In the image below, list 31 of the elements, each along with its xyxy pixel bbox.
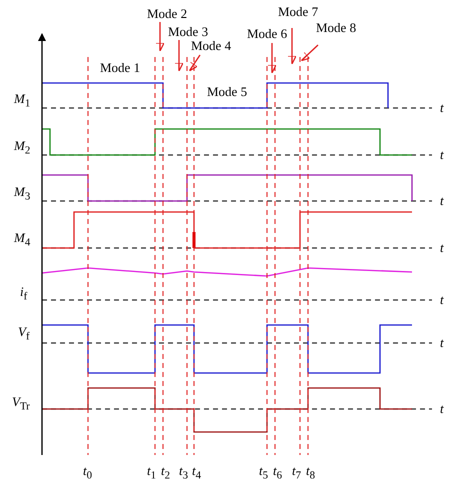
time-instant-label: t$_{6}$: [273, 463, 282, 484]
mode-label: Mode 5: [207, 84, 248, 99]
time-instant-label: t$_{1}$: [147, 463, 156, 484]
time-instant-label: t$_{7}$: [292, 463, 302, 484]
signal-label: M$_{1}$: [14, 91, 30, 112]
signal-label: M$_{2}$: [14, 138, 30, 159]
time-axis-label: t: [440, 100, 444, 115]
signal-label: M$_{3}$: [14, 184, 30, 205]
signal-label: V$_{Tr}$: [12, 394, 30, 415]
mode-label: Mode 8: [316, 20, 356, 35]
signal-label: M$_{4}$: [14, 230, 30, 251]
mode-label: Mode 4: [191, 38, 232, 53]
time-instant-label: t$_{2}$: [161, 463, 170, 484]
time-axis-label: t: [440, 147, 444, 162]
time-instant-label: t$_{0}$: [83, 463, 92, 484]
signal-label: V$_{f}$: [18, 324, 30, 345]
mode-label: Mode 3: [168, 24, 208, 39]
time-instant-label: t$_{5}$: [259, 463, 268, 484]
time-instant-label: t$_{3}$: [179, 463, 188, 484]
time-axis-label: t: [440, 335, 444, 350]
mode-label: Mode 2: [147, 6, 188, 21]
time-axis-label: t: [440, 401, 444, 416]
time-axis-label: t: [440, 193, 444, 208]
time-instant-label: t$_{4}$: [192, 463, 202, 484]
signal-label: i$_{f}$: [20, 284, 28, 305]
mode-label: Mode 1: [100, 60, 140, 75]
mode-label: Mode 7: [278, 4, 318, 19]
time-axis-label: t: [440, 240, 444, 255]
time-axis-label: t: [440, 292, 444, 307]
mode-label: Mode 6: [247, 26, 288, 41]
time-instant-label: t$_{8}$: [306, 463, 316, 484]
